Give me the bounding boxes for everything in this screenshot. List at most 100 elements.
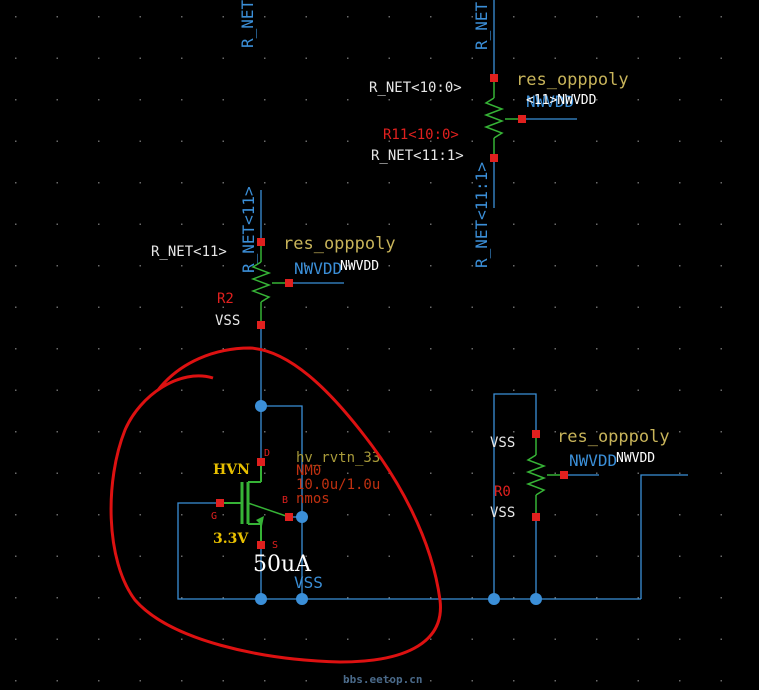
pin-square[interactable] bbox=[285, 279, 293, 287]
net-label-r-net-11-1-vertical: R_NET<11:1> bbox=[472, 162, 491, 268]
grid-dot bbox=[56, 182, 58, 184]
grid-dot bbox=[222, 306, 224, 308]
pin-square[interactable] bbox=[257, 321, 265, 329]
pin-square[interactable] bbox=[490, 74, 498, 82]
grid-dot bbox=[347, 389, 349, 391]
pin-label-b: B bbox=[282, 495, 288, 506]
grid-dot bbox=[679, 265, 681, 267]
grid-dot bbox=[430, 514, 432, 516]
grid-dot bbox=[513, 555, 515, 557]
grid-dot bbox=[637, 99, 639, 101]
grid-dot bbox=[56, 57, 58, 59]
grid-dot bbox=[471, 389, 473, 391]
grid-dot bbox=[56, 223, 58, 225]
grid-dot bbox=[305, 389, 307, 391]
wire-gate-loop[interactable] bbox=[177, 502, 261, 600]
grid-dot bbox=[554, 514, 556, 516]
grid-dot bbox=[388, 265, 390, 267]
pin-square[interactable] bbox=[532, 513, 540, 521]
grid-dot bbox=[554, 306, 556, 308]
inst-name-r2: R2 bbox=[217, 291, 234, 307]
grid-dot bbox=[15, 182, 17, 184]
pin-square[interactable] bbox=[257, 238, 265, 246]
voltage-label: 3.3V bbox=[213, 531, 249, 547]
top-net-r0: VSS bbox=[490, 435, 515, 451]
gate-pin[interactable] bbox=[216, 499, 224, 507]
junction-dot[interactable] bbox=[296, 593, 308, 605]
grid-dot bbox=[305, 472, 307, 474]
grid-dot bbox=[305, 348, 307, 350]
grid-dot bbox=[471, 597, 473, 599]
grid-dot bbox=[305, 555, 307, 557]
watermark: bbs.eetop.cn bbox=[343, 673, 422, 686]
grid-dot bbox=[471, 638, 473, 640]
drain-pin[interactable] bbox=[257, 458, 265, 466]
grid-dot bbox=[471, 514, 473, 516]
inst-name-r11: R11<10:0> bbox=[383, 127, 459, 143]
grid-dot bbox=[181, 140, 183, 142]
grid-dot bbox=[471, 555, 473, 557]
grid-dot bbox=[554, 431, 556, 433]
pin-square[interactable] bbox=[532, 430, 540, 438]
grid-dot bbox=[98, 514, 100, 516]
grid-dot bbox=[56, 348, 58, 350]
wire-r0-top[interactable] bbox=[493, 393, 537, 599]
grid-dot bbox=[98, 472, 100, 474]
grid-dot bbox=[471, 265, 473, 267]
grid-dot bbox=[139, 597, 141, 599]
pin-square[interactable] bbox=[518, 115, 526, 123]
grid-dot bbox=[15, 472, 17, 474]
junction-dot[interactable] bbox=[255, 400, 267, 412]
flavor-label: HVN bbox=[213, 462, 250, 478]
grid-dot bbox=[139, 223, 141, 225]
wire-right[interactable] bbox=[640, 474, 688, 599]
wire-drain-loop[interactable] bbox=[261, 405, 303, 517]
grid-dot bbox=[15, 16, 17, 18]
bulk-pin[interactable] bbox=[285, 513, 293, 521]
junction-dot[interactable] bbox=[530, 593, 542, 605]
junction-dot[interactable] bbox=[296, 511, 308, 523]
grid-dot bbox=[637, 348, 639, 350]
grid-dot bbox=[513, 348, 515, 350]
grid-dot bbox=[388, 555, 390, 557]
bulk-net-r0: NWVDD bbox=[569, 451, 617, 470]
pin-square[interactable] bbox=[490, 154, 498, 162]
grid-dot bbox=[222, 348, 224, 350]
grid-dot bbox=[264, 472, 266, 474]
grid-dot bbox=[637, 680, 639, 682]
grid-dot bbox=[637, 265, 639, 267]
grid-dot bbox=[347, 306, 349, 308]
transistor-model: nmos bbox=[296, 491, 330, 507]
grid-dot bbox=[430, 472, 432, 474]
junction-dot[interactable] bbox=[255, 593, 267, 605]
grid-dot bbox=[98, 555, 100, 557]
grid-dot bbox=[222, 389, 224, 391]
resistor-r0[interactable] bbox=[525, 430, 568, 521]
grid-dot bbox=[471, 16, 473, 18]
grid-dot bbox=[430, 223, 432, 225]
grid-dot bbox=[679, 306, 681, 308]
grid-dot bbox=[679, 389, 681, 391]
resistor-r2[interactable] bbox=[250, 238, 293, 329]
resistor-r11[interactable] bbox=[483, 74, 526, 162]
source-pin[interactable] bbox=[257, 541, 265, 549]
grid-dot bbox=[347, 514, 349, 516]
grid-dot bbox=[637, 597, 639, 599]
grid-dot bbox=[513, 16, 515, 18]
pin-square[interactable] bbox=[560, 471, 568, 479]
junction-dot[interactable] bbox=[488, 593, 500, 605]
grid-dot bbox=[513, 680, 515, 682]
nmos-transistor-nm0[interactable] bbox=[216, 458, 293, 549]
grid-dot bbox=[388, 16, 390, 18]
grid-dot bbox=[679, 140, 681, 142]
grid-dot bbox=[720, 389, 722, 391]
grid-dot bbox=[56, 306, 58, 308]
grid-dot bbox=[554, 140, 556, 142]
grid-dot bbox=[347, 99, 349, 101]
grid-dot bbox=[222, 223, 224, 225]
grid-dot bbox=[720, 182, 722, 184]
grid-dot bbox=[596, 389, 598, 391]
grid-dot bbox=[388, 597, 390, 599]
grid-dot bbox=[222, 140, 224, 142]
